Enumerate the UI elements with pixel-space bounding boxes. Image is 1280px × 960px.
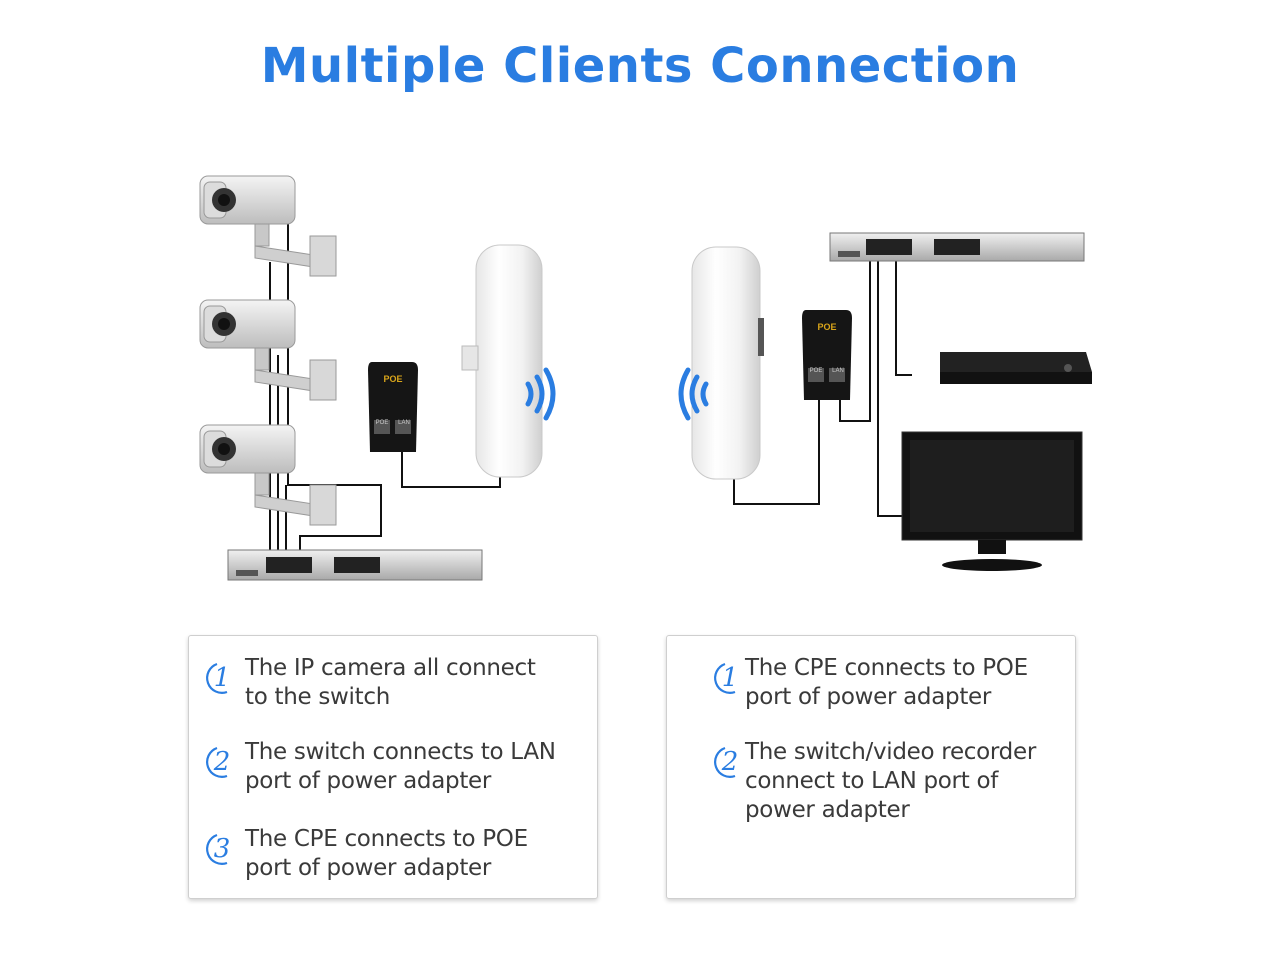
poe-port-label-right: POE bbox=[810, 368, 823, 374]
step-number-icon: 2 bbox=[711, 740, 745, 780]
step-text: The switch connects to LAN port of power… bbox=[245, 739, 556, 794]
poe-port-label: POE bbox=[376, 420, 389, 426]
cpe-right bbox=[691, 246, 764, 480]
ip-camera-2 bbox=[199, 299, 337, 401]
cpe-left bbox=[461, 244, 543, 478]
wifi-signal-icon-right bbox=[678, 367, 709, 421]
step-text: The CPE connects to POE port of power ad… bbox=[745, 655, 1028, 710]
step-number-icon: 3 bbox=[203, 827, 237, 867]
step-number-icon: 1 bbox=[203, 656, 237, 696]
svg-text:2: 2 bbox=[721, 747, 739, 777]
poe-adapter-label-right: POE bbox=[817, 322, 836, 332]
video-recorder bbox=[940, 352, 1092, 384]
ip-camera-3 bbox=[199, 424, 337, 526]
step-text: The switch/video recorder connect to LAN… bbox=[745, 739, 1036, 823]
svg-text:1: 1 bbox=[722, 663, 739, 693]
poe-adapter-left: POE POE LAN bbox=[368, 362, 418, 452]
step-number-icon: 2 bbox=[203, 740, 237, 780]
left-network: POE POE LAN bbox=[199, 175, 556, 581]
step-number-icon: 1 bbox=[711, 656, 745, 696]
left-steps-panel: 1 The IP camera all connect to the switc… bbox=[188, 635, 598, 899]
step-text: The CPE connects to POE port of power ad… bbox=[245, 826, 528, 881]
poe-adapter-label: POE bbox=[383, 374, 402, 384]
monitor bbox=[901, 431, 1083, 571]
step-text: The IP camera all connect to the switch bbox=[245, 655, 536, 710]
svg-text:1: 1 bbox=[214, 663, 231, 693]
connection-diagram: POE POE LAN bbox=[199, 175, 1092, 581]
svg-text:2: 2 bbox=[213, 747, 231, 777]
ip-camera-1 bbox=[199, 175, 337, 277]
network-switch-right bbox=[829, 232, 1085, 262]
network-switch-left bbox=[227, 549, 483, 581]
right-network: POE POE LAN bbox=[678, 232, 1092, 571]
page-title: Multiple Clients Connection bbox=[260, 38, 1020, 94]
lan-port-label: LAN bbox=[398, 420, 410, 426]
wifi-signal-icon bbox=[525, 367, 556, 421]
poe-adapter-right: POE POE LAN bbox=[802, 310, 852, 400]
right-steps-panel: 1 The CPE connects to POE port of power … bbox=[666, 635, 1076, 899]
lan-port-label-right: LAN bbox=[832, 368, 844, 374]
svg-text:3: 3 bbox=[214, 834, 231, 864]
